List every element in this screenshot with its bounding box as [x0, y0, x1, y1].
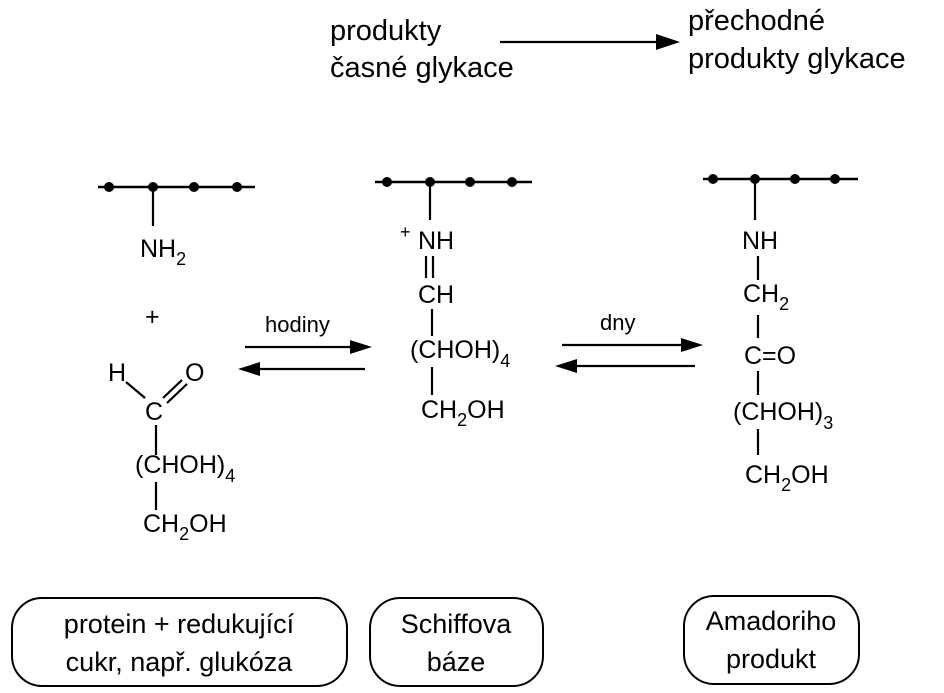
forward-arrow-head	[681, 338, 703, 352]
intermediate-glycation-label-line2: produkty glykace	[688, 43, 906, 75]
protein-residue-dot	[148, 182, 158, 192]
protein-residue-dot	[232, 182, 242, 192]
header-arrow-head	[656, 34, 680, 50]
early-glycation-label-line1: produkty	[330, 15, 442, 47]
schiff-terminal-group: CH2OH	[421, 396, 505, 430]
protein-residue-dot	[189, 182, 199, 192]
glucose-chain: (CHOH)4	[135, 451, 235, 486]
methylene-group: CH2	[743, 280, 789, 314]
schiff-box-line2: báze	[427, 647, 486, 677]
protein-residue-dot	[425, 177, 435, 187]
protein-residue-dot	[465, 177, 475, 187]
hours-label: hodiny	[265, 312, 330, 337]
amadori-box-line1: Amadoriho	[706, 606, 837, 636]
co-double-bond-2	[166, 383, 188, 404]
box-reactants: protein + redukující cukr, např. glukóza	[11, 597, 348, 687]
methine-group: CH	[418, 281, 454, 309]
protein-residue-dot	[790, 174, 800, 184]
box-amadori: Amadoriho produkt	[683, 595, 860, 685]
protein-residue-dot	[382, 177, 392, 187]
equilibrium-days: dny	[555, 310, 703, 373]
amadori-product-structure: NH CH2 C=O (CHOH)3 CH2OH	[703, 174, 858, 495]
amadori-box-line2: produkt	[726, 644, 817, 674]
schiff-base-structure: + NH CH (CHOH)4 CH2OH	[375, 177, 532, 430]
reactants-box-line2: cukr, např. glukóza	[66, 647, 294, 677]
reactants-box-frame	[11, 597, 348, 687]
early-glycation-label-line2: časné glykace	[330, 52, 514, 84]
amadori-terminal-group: CH2OH	[745, 461, 829, 495]
iminium-group: NH	[418, 227, 454, 255]
protein-residue-dot	[507, 177, 517, 187]
aldehyde-hydrogen: H	[108, 359, 126, 387]
glucose-terminal-group: CH2OH	[143, 510, 227, 544]
schiff-box-frame	[369, 597, 544, 687]
amadori-chain: (CHOH)3	[733, 398, 833, 433]
ch-bond	[125, 381, 146, 399]
forward-arrow-head	[350, 340, 372, 354]
header: produkty časné glykace přechodné produkt…	[330, 5, 906, 84]
protein-residue-dot	[708, 174, 718, 184]
plus-sign: +	[145, 303, 160, 331]
positive-charge: +	[400, 222, 411, 242]
reverse-arrow-head	[555, 359, 577, 373]
carbonyl-group: C=O	[744, 342, 796, 370]
co-double-bond-1	[162, 379, 183, 399]
schiff-chain: (CHOH)4	[410, 336, 510, 371]
protein-residue-dot	[750, 174, 760, 184]
box-schiff-base: Schiffova báze	[369, 597, 544, 687]
amadori-amine: NH	[742, 227, 778, 255]
days-label: dny	[600, 310, 635, 335]
reactants-box-line1: protein + redukující	[64, 609, 295, 639]
schiff-box-line1: Schiffova	[401, 609, 513, 639]
protein-residue-dot	[104, 182, 114, 192]
amine-group: NH2	[140, 235, 186, 269]
aldehyde-carbon: C	[145, 398, 163, 426]
amadori-box-frame	[683, 595, 860, 685]
reverse-arrow-head	[238, 362, 260, 376]
reactants-structure: NH2 + H O C (CHOH)4 CH2OH	[98, 182, 255, 544]
protein-residue-dot	[830, 174, 840, 184]
intermediate-glycation-label-line1: přechodné	[688, 5, 825, 37]
aldehyde-oxygen: O	[185, 359, 204, 387]
equilibrium-hours: hodiny	[238, 312, 372, 376]
